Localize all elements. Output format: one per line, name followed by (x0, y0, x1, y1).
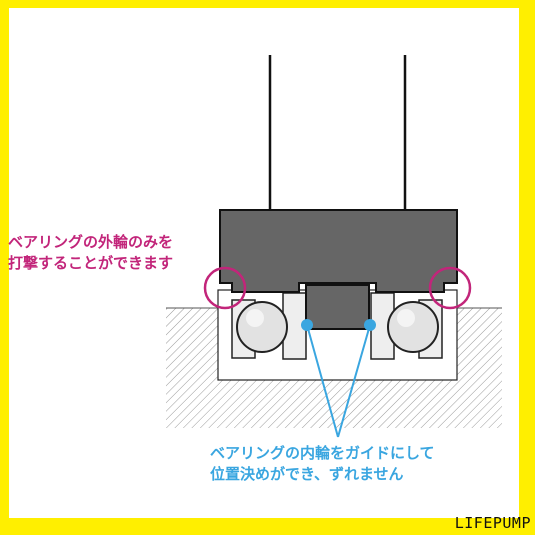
press-tool (219, 209, 458, 293)
inner-callout-line-2: 位置決めができ、ずれません (210, 465, 404, 483)
inner-pointer-left (306, 324, 339, 438)
housing-block (166, 308, 502, 428)
outer-race-marker-left (203, 266, 247, 310)
outer-race-callout: ベアリングの外輪のみを 打撃することができます (8, 232, 173, 274)
left-ball-highlight (246, 309, 264, 327)
inner-pointer-right (337, 324, 371, 438)
left-ball (236, 301, 288, 353)
inner-callout-line-1: ベアリングの内輪をガイドにして (210, 444, 435, 462)
outer-callout-line-2: 打撃することができます (8, 254, 174, 272)
outer-race-marker-right (428, 266, 472, 310)
outer-callout-line-1: ベアリングの外輪のみを (8, 233, 174, 251)
right-ball-highlight (397, 309, 415, 327)
inner-race-marker-left (301, 319, 313, 331)
right-ball (387, 301, 439, 353)
guide-nose (305, 284, 370, 330)
inner-race-callout: ベアリングの内輪をガイドにして 位置決めができ、ずれません (210, 443, 435, 485)
inner-race-marker-right (364, 319, 376, 331)
brand-label: LIFEPUMP (454, 514, 531, 532)
